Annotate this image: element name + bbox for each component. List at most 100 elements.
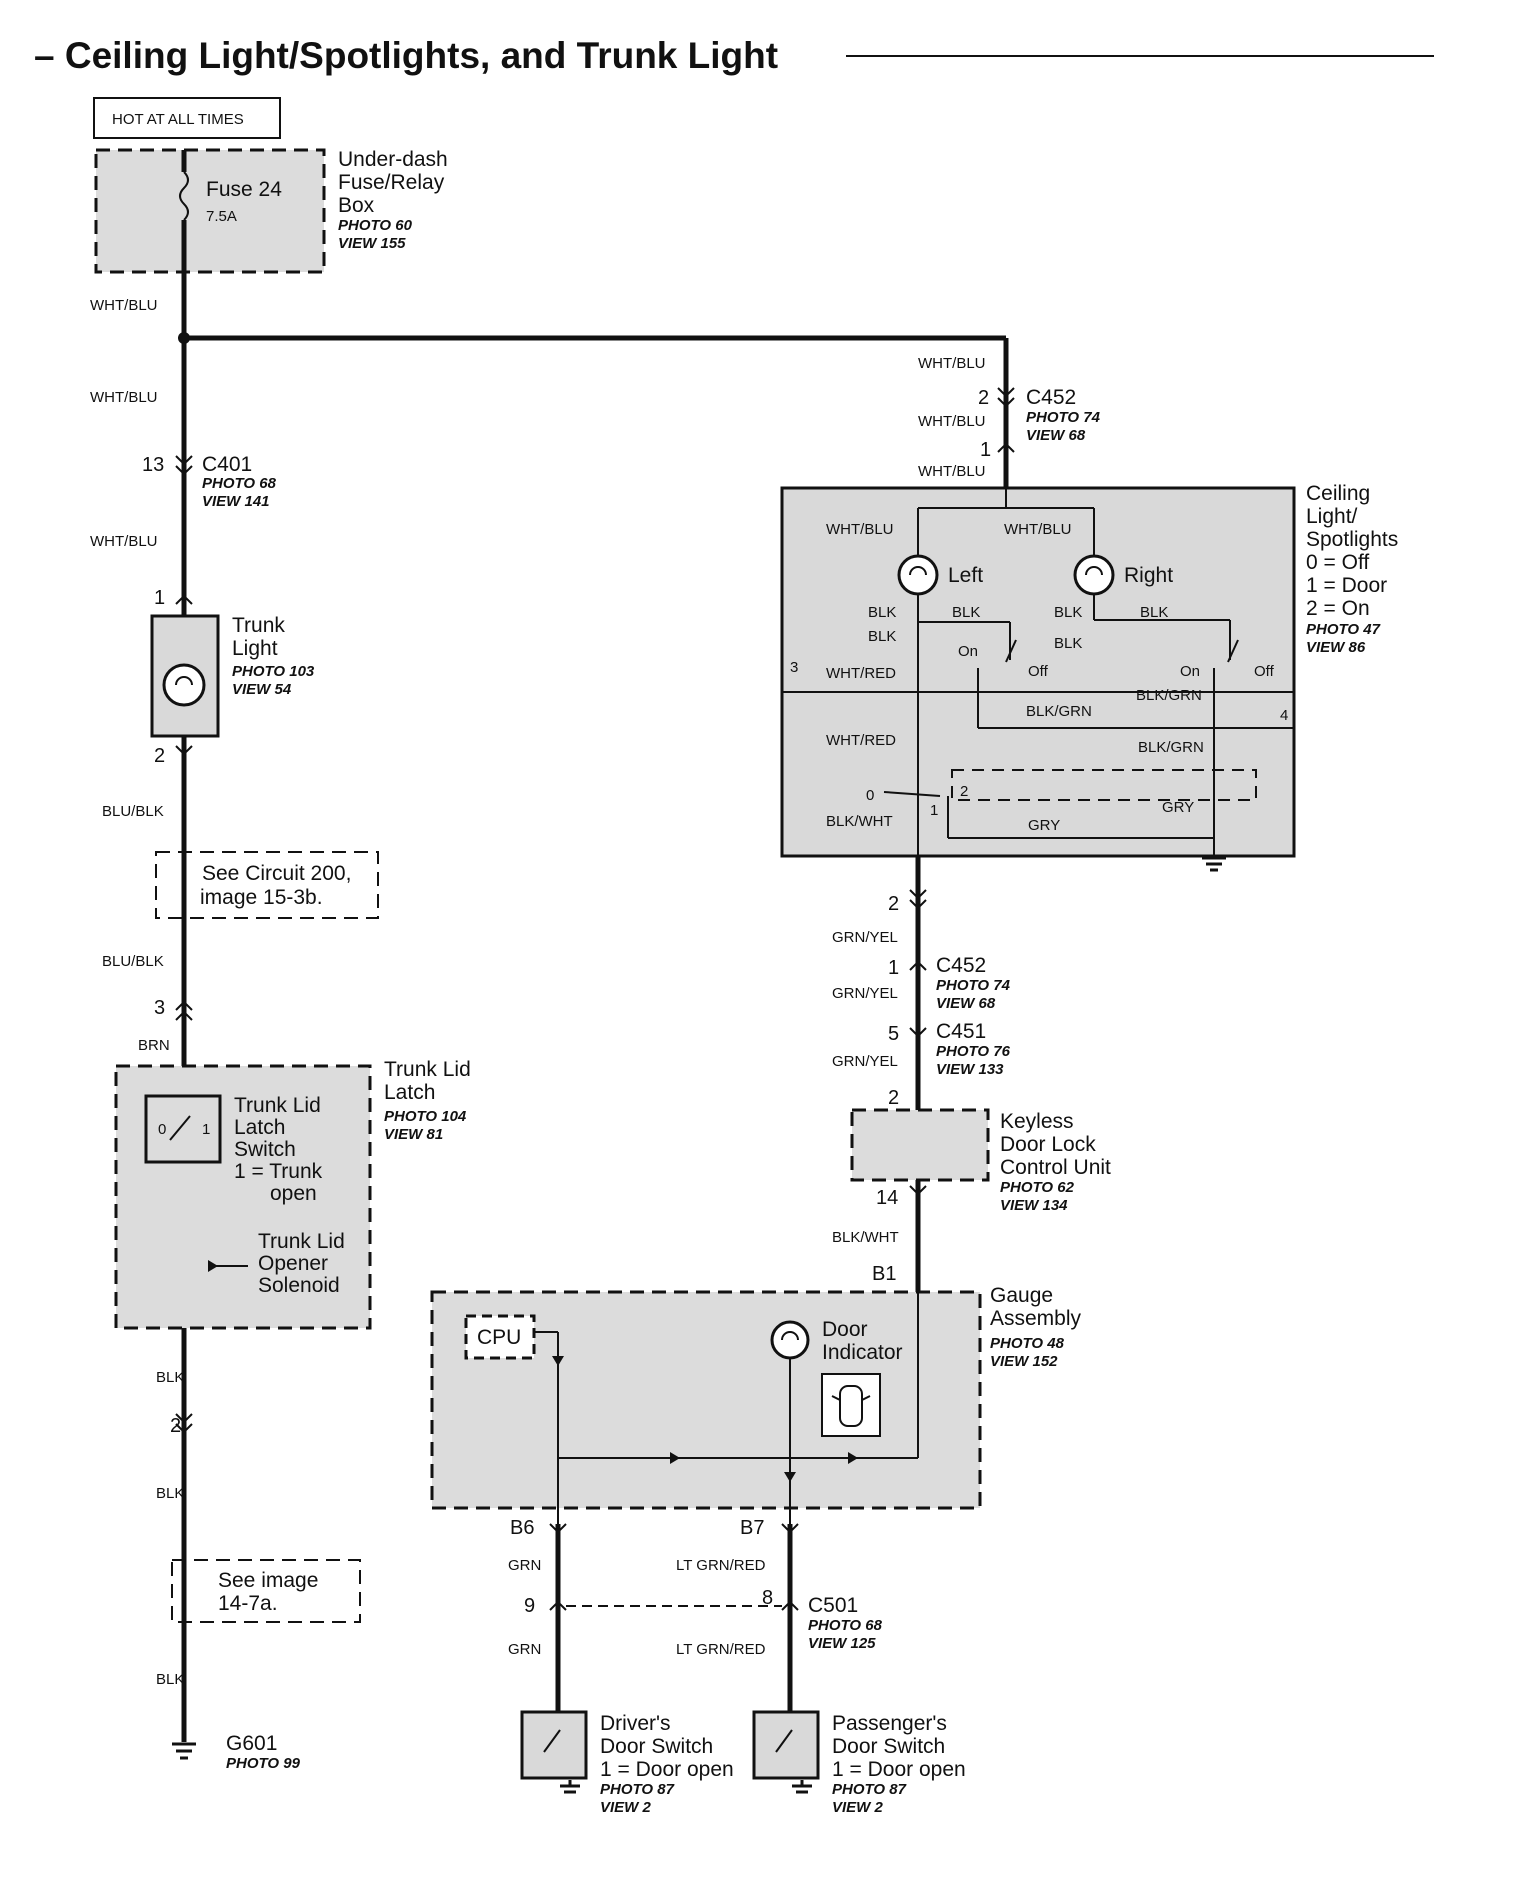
wire-label-wht-blu-6: WHT/BLU (918, 463, 986, 480)
solenoid-label-2: Opener (258, 1252, 328, 1275)
cpu-arrow-icon (552, 1356, 564, 1366)
fuse-box-label-2: Fuse/Relay (338, 171, 445, 194)
trunk-light-bulb-icon (162, 663, 206, 707)
ceiling-blk-2: BLK (868, 628, 896, 645)
wire-label-wht-blu-2: WHT/BLU (90, 389, 158, 406)
c501-view: VIEW 125 (808, 1635, 876, 1652)
c501-pin-b: 8 (762, 1587, 773, 1609)
c452-bot-view: VIEW 68 (936, 995, 996, 1012)
c501-pin-a-icon (549, 1600, 567, 1611)
ceiling-label-5: 1 = Door (1306, 574, 1387, 597)
keyless-label-1: Keyless (1000, 1110, 1074, 1133)
drivers-switch-label-3: 1 = Door open (600, 1758, 734, 1781)
ceiling-wht-red-2: WHT/RED (826, 732, 896, 749)
c452-top-pin-b-icon (997, 442, 1015, 453)
solenoid-label-1: Trunk Lid (258, 1230, 345, 1253)
ceiling-label-4: 0 = Off (1306, 551, 1369, 574)
wire-label-wht-blu-3: WHT/BLU (90, 533, 158, 550)
wire-label-grn-yel-2: GRN/YEL (832, 985, 898, 1002)
see-image-note (171, 1559, 361, 1623)
wire-label-grn-yel-3: GRN/YEL (832, 1053, 898, 1070)
left-lamp-bulb-icon (897, 554, 939, 596)
wire-label-brn: BRN (138, 1037, 170, 1054)
c452-bot-photo: PHOTO 74 (936, 977, 1011, 994)
ceiling-blk-wht: BLK/WHT (826, 813, 893, 830)
see-circuit-line-1: See Circuit 200, (202, 862, 351, 885)
see-image-line-1: See image (218, 1569, 318, 1592)
mode-switch-0: 0 (866, 787, 874, 804)
ceiling-view: VIEW 86 (1306, 639, 1366, 656)
door-indicator-filament-icon (781, 1331, 799, 1341)
cpu-box (464, 1314, 536, 1360)
left-switch-on: On (958, 643, 978, 660)
wire-label-lt-grn-red-2: LT GRN/RED (676, 1641, 766, 1658)
ceiling-blk-3: BLK (952, 604, 980, 621)
c401-connector-icon (175, 455, 193, 476)
b6-pin-icon (549, 1523, 567, 1534)
c452-bot-name: C452 (936, 954, 986, 977)
ceiling-blk-4: BLK (1054, 604, 1082, 621)
bus-arrow-icon-2 (848, 1452, 858, 1464)
hot-at-all-times-box (93, 97, 281, 139)
left-switch-blade-icon (1005, 639, 1017, 663)
ceiling-light-box (780, 486, 1296, 858)
trunk-light-label-2: Light (232, 637, 278, 660)
passengers-switch-blade-icon (775, 1729, 793, 1753)
mode-switch-frame (951, 769, 1257, 801)
ceiling-blk-grn-3: BLK/GRN (1138, 739, 1204, 756)
ground-icon (172, 1742, 196, 1760)
trunk-switch-label-4: 1 = Trunk (234, 1160, 323, 1183)
passengers-switch-ground-icon (792, 1780, 812, 1794)
c401-photo: PHOTO 68 (202, 475, 277, 492)
keyless-label-2: Door Lock (1000, 1133, 1096, 1156)
drivers-switch-photo: PHOTO 87 (600, 1781, 675, 1798)
gauge-photo: PHOTO 48 (990, 1335, 1065, 1352)
gauge-label-1: Gauge (990, 1284, 1053, 1307)
passengers-switch-photo: PHOTO 87 (832, 1781, 907, 1798)
c451-name: C451 (936, 1020, 986, 1043)
ceiling-gry-1: GRY (1028, 817, 1060, 834)
right-lamp-filament-icon (1085, 566, 1103, 576)
ceiling-right-label: Right (1124, 564, 1173, 587)
mode-switch-blade-icon (883, 791, 941, 797)
fuse-name: Fuse 24 (206, 178, 282, 201)
wire-label-blu-blk-2: BLU/BLK (102, 953, 164, 970)
passengers-door-switch-box (752, 1710, 820, 1780)
ceiling-gry-2: GRY (1162, 799, 1194, 816)
trunk-light-pin-out-icon (175, 745, 193, 756)
passengers-switch-label-1: Passenger's (832, 1712, 947, 1735)
trunk-latch-photo: PHOTO 104 (384, 1108, 467, 1125)
wire-label-grn-1: GRN (508, 1557, 541, 1574)
drivers-switch-blade-icon (543, 1729, 561, 1753)
keyless-pin-out-icon (909, 1185, 927, 1196)
c452-bot-pin-a-icon (909, 889, 927, 910)
ground-connector-pin: 2 (170, 1415, 181, 1437)
wire-label-blk-2: BLK (156, 1485, 184, 1502)
see-circuit-note (155, 851, 379, 919)
mode-switch-1: 1 (930, 802, 938, 819)
trunk-lid-switch-pos0: 0 (158, 1121, 166, 1138)
ceiling-ground-icon (1202, 856, 1226, 872)
wire-label-blk-wht: BLK/WHT (832, 1229, 899, 1246)
trunk-switch-label-5: open (270, 1182, 317, 1205)
c451-photo: PHOTO 76 (936, 1043, 1011, 1060)
gauge-view: VIEW 152 (990, 1353, 1058, 1370)
fuse-box-photo: PHOTO 60 (338, 217, 413, 234)
trunk-latch-label-2: Latch (384, 1081, 435, 1104)
ceiling-label-3: Spotlights (1306, 528, 1398, 551)
c501-name: C501 (808, 1594, 858, 1617)
trunk-lid-switch-blade-icon (169, 1115, 191, 1141)
trunk-light-label-1: Trunk (232, 614, 285, 637)
trunk-light-filament-icon (175, 676, 193, 686)
ceiling-label-2: Light/ (1306, 505, 1358, 528)
gauge-pin-b6: B6 (510, 1517, 534, 1539)
ground-connector-icon (175, 1413, 193, 1434)
right-switch-on: On (1180, 663, 1200, 680)
ceiling-photo: PHOTO 47 (1306, 621, 1381, 638)
bus-arrow-icon-1 (670, 1452, 680, 1464)
c401-name: C401 (202, 453, 252, 476)
fuse-box-view: VIEW 155 (338, 235, 406, 252)
c452-top-view: VIEW 68 (1026, 427, 1086, 444)
c501-pin-b-icon (781, 1600, 799, 1611)
wire-label-blu-blk-1: BLU/BLK (102, 803, 164, 820)
